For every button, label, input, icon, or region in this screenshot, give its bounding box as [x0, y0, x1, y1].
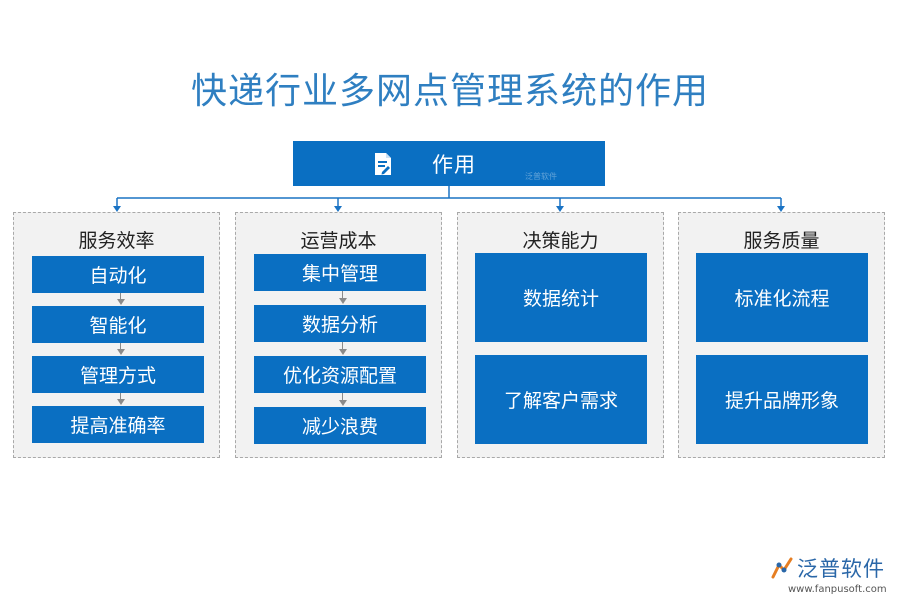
group-service-efficiency: 服务效率 自动化 智能化 管理方式 提高准确率 — [13, 212, 220, 458]
flow-arrow — [120, 343, 121, 350]
logo-url: www.fanpusoft.com — [788, 584, 887, 595]
flow-arrow-head — [117, 349, 125, 355]
group-title: 服务质量 — [743, 230, 820, 252]
item-box: 数据分析 — [254, 305, 426, 342]
group-operating-cost: 运营成本 集中管理 数据分析 优化资源配置 减少浪费 — [235, 212, 442, 458]
flow-arrow — [120, 293, 121, 300]
item-box: 减少浪费 — [254, 407, 426, 444]
item-box: 智能化 — [32, 306, 204, 343]
item-box: 数据统计 — [475, 253, 647, 342]
document-edit-icon — [375, 153, 391, 175]
group-decision-ability: 决策能力 数据统计 了解客户需求 — [457, 212, 664, 458]
item-box: 标准化流程 — [696, 253, 868, 342]
flow-arrow-head — [339, 349, 347, 355]
page-title: 快递行业多网点管理系统的作用 — [190, 71, 709, 112]
logo-name: 泛普软件 — [797, 557, 885, 581]
group-title: 决策能力 — [522, 230, 599, 252]
item-box: 自动化 — [32, 256, 204, 293]
flow-arrow-head — [339, 298, 347, 304]
flow-arrow-head — [117, 299, 125, 305]
item-box: 提升品牌形象 — [696, 355, 868, 444]
group-title: 运营成本 — [300, 230, 377, 252]
root-label: 作用 — [432, 152, 476, 177]
flow-arrow — [342, 393, 343, 401]
root-node: 作用 泛普软件 — [293, 141, 605, 186]
flow-arrow-head — [339, 400, 347, 406]
flow-arrow — [342, 291, 343, 299]
flow-arrow — [120, 393, 121, 400]
item-box: 集中管理 — [254, 254, 426, 291]
group-title: 服务效率 — [78, 230, 155, 252]
brand-logo: 泛普软件 www.fanpusoft.com — [770, 553, 890, 598]
item-box: 优化资源配置 — [254, 356, 426, 393]
item-box: 提高准确率 — [32, 406, 204, 443]
item-box: 了解客户需求 — [475, 355, 647, 444]
watermark-text: 泛普软件 — [525, 172, 557, 181]
flow-arrow-head — [117, 399, 125, 405]
flow-arrow — [342, 342, 343, 350]
group-service-quality: 服务质量 标准化流程 提升品牌形象 — [678, 212, 885, 458]
fanpu-logo-icon — [771, 557, 793, 579]
item-box: 管理方式 — [32, 356, 204, 393]
